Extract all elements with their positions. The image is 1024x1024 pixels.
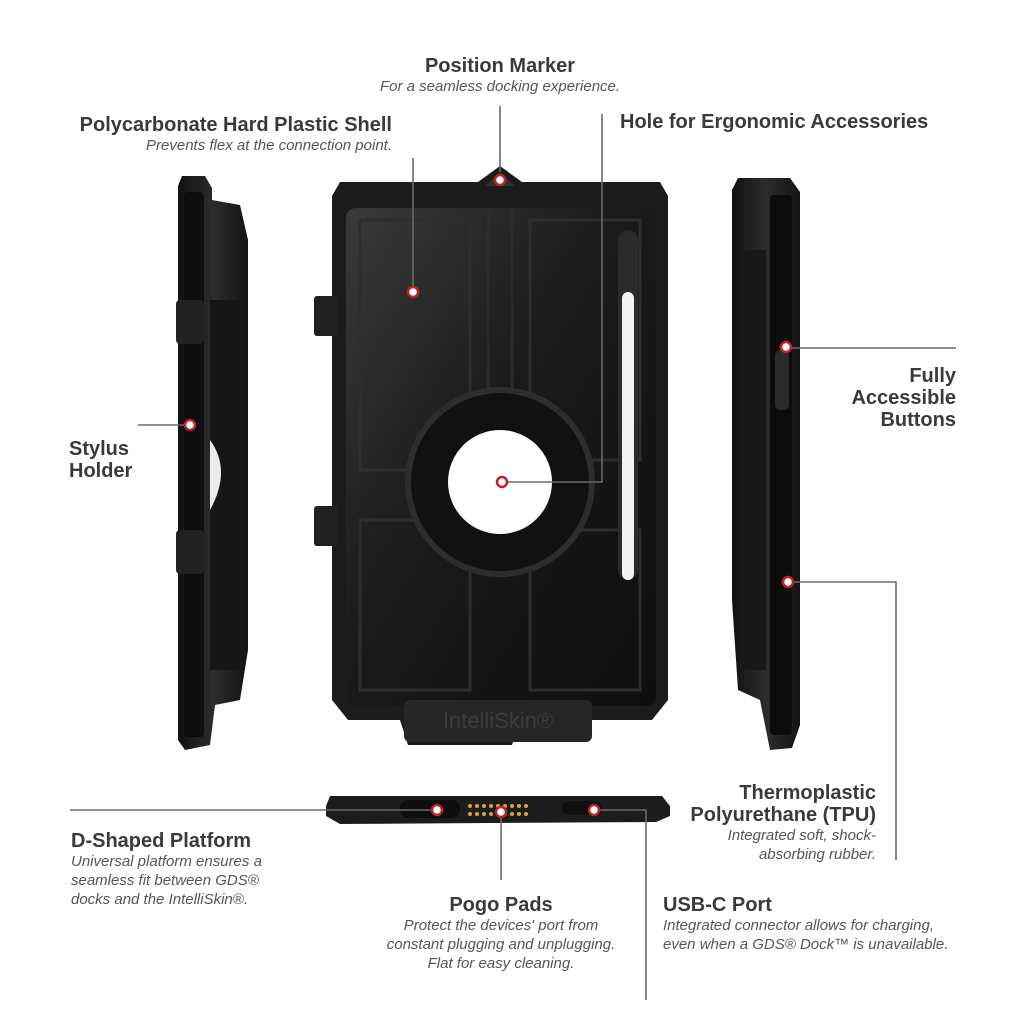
desc-line: For a seamless docking experience. <box>379 78 621 95</box>
callout-title-line: Buttons <box>880 409 956 431</box>
case-left-side-view <box>176 176 248 750</box>
callout-title-line: Holder <box>69 460 133 482</box>
desc-line: Prevents flex at the connection point. <box>146 137 392 154</box>
desc-line: Flat for easy cleaning. <box>427 955 575 972</box>
callout-title: D-Shaped Platform <box>71 830 252 852</box>
desc-line: Integrated connector allows for charging… <box>663 917 934 934</box>
callout-title-line: Accessible <box>851 387 956 409</box>
callout-dplatform: D-Shaped Platform Universal platform ens… <box>71 830 262 909</box>
callout-desc: Integrated soft, shock- absorbing rubber… <box>640 826 876 864</box>
callout-title: Polycarbonate Hard Plastic Shell <box>79 114 392 136</box>
leader-usbc <box>596 809 647 1000</box>
desc-line: docks and the IntelliSkin®. <box>71 891 248 908</box>
marker-tpu <box>781 575 795 589</box>
desc-line: constant plugging and unplugging. <box>386 936 616 953</box>
marker-hole <box>495 475 509 489</box>
callout-desc: Universal platform ensures a seamless fi… <box>71 852 262 909</box>
callout-desc: Prevents flex at the connection point. <box>60 136 392 155</box>
marker-dplatform <box>430 803 444 817</box>
leader-hole <box>502 114 603 483</box>
callout-title-line: Polyurethane (TPU) <box>690 804 876 826</box>
desc-line: Integrated soft, shock- <box>727 827 876 844</box>
callout-title: USB-C Port <box>663 894 772 916</box>
desc-line: even when a GDS® Dock™ is unavailable. <box>663 936 949 953</box>
leader-lines <box>70 106 956 1000</box>
callout-hole: Hole for Ergonomic Accessories <box>620 111 928 133</box>
callout-title: Hole for Ergonomic Accessories <box>620 111 929 133</box>
callout-desc: For a seamless docking experience. <box>340 77 660 96</box>
callout-position-marker: Position Marker For a seamless docking e… <box>340 55 660 96</box>
leader-tpu <box>788 581 897 860</box>
marker-position <box>493 173 507 187</box>
marker-pogo <box>494 805 508 819</box>
case-right-side-view <box>732 178 800 750</box>
marker-stylus <box>183 418 197 432</box>
case-front-view: IntelliSkin® <box>314 166 668 745</box>
callout-title: Pogo Pads <box>449 894 553 916</box>
marker-buttons <box>779 340 793 354</box>
callout-stylus: Stylus Holder <box>69 438 132 482</box>
callout-usbc: USB-C Port Integrated connector allows f… <box>663 894 948 954</box>
desc-line: seamless fit between GDS® <box>71 872 259 889</box>
marker-usbc <box>587 803 601 817</box>
callout-title-line: Fully <box>909 365 956 387</box>
callout-polycarbonate: Polycarbonate Hard Plastic Shell Prevent… <box>60 114 392 155</box>
callout-title-line: Stylus <box>69 438 130 460</box>
callout-desc: Integrated connector allows for charging… <box>663 916 948 954</box>
desc-line: Universal platform ensures a <box>71 853 262 870</box>
callout-title: Position Marker <box>424 55 576 77</box>
desc-line: absorbing rubber. <box>758 846 876 863</box>
brand-mark: IntelliSkin® <box>443 708 553 733</box>
callout-desc: Protect the devices' port from constant … <box>360 916 642 973</box>
callout-tpu: Thermoplastic Polyurethane (TPU) Integra… <box>640 782 876 864</box>
desc-line: Protect the devices' port from <box>403 917 599 934</box>
callout-pogo: Pogo Pads Protect the devices' port from… <box>360 894 642 973</box>
callout-buttons: Fully Accessible Buttons <box>756 365 956 431</box>
callout-markers <box>183 173 795 819</box>
callout-title-line: Thermoplastic <box>739 782 876 804</box>
marker-polycarbonate <box>406 285 420 299</box>
